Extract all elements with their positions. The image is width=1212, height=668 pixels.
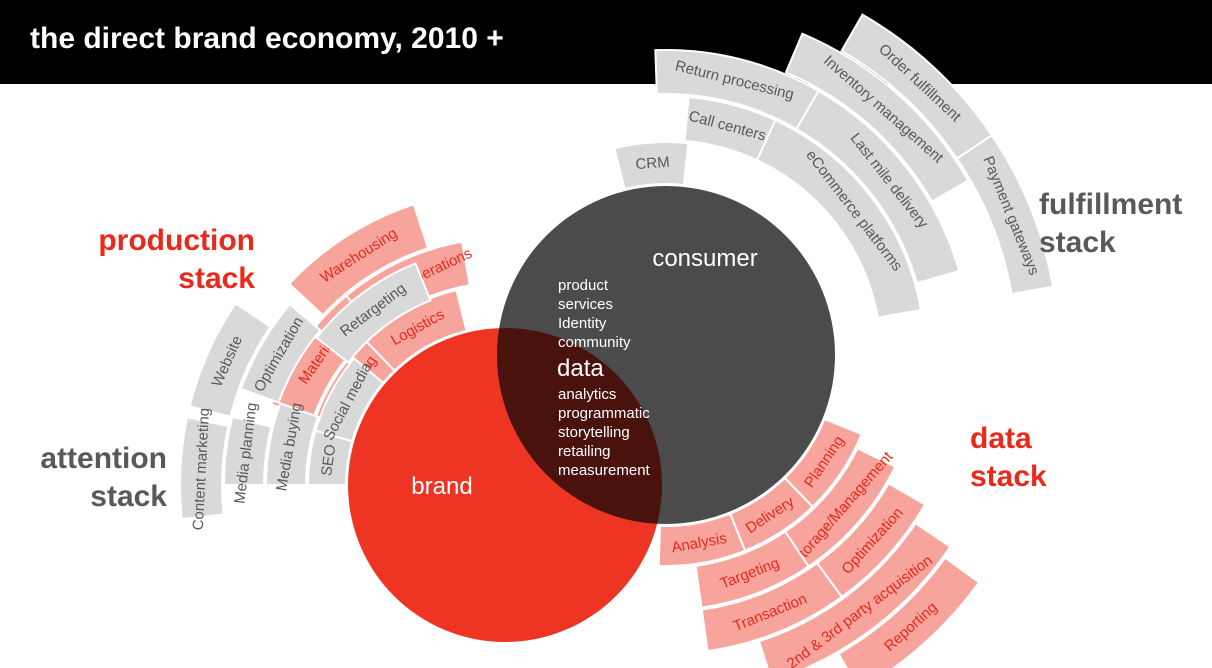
overlap-items-bottom: analytics programmatic storytelling reta…: [558, 385, 650, 480]
fulfillment-stack-line1: fulfillment: [1039, 188, 1183, 221]
overlap-item: services: [558, 296, 614, 313]
production-stack-line1: production: [98, 224, 255, 257]
data-stack-line1: data: [970, 422, 1032, 455]
overlap-item: measurement: [558, 462, 650, 479]
production-stack-label: production stack: [60, 222, 255, 298]
overlap-item: analytics: [558, 386, 617, 403]
fulfillment-segment: [755, 118, 923, 319]
segments-layer: PackagingMaterialsLogisticsFabricationBu…: [179, 13, 1055, 668]
attention-segment: [179, 416, 230, 521]
overlap-item: retailing: [558, 443, 611, 460]
production-stack-line2: stack: [178, 262, 255, 295]
data-segment: [757, 521, 952, 668]
attention-stack-line1: attention: [40, 442, 167, 475]
consumer-label: consumer: [652, 245, 757, 272]
data-segment: [837, 556, 981, 668]
data-segment: [694, 530, 810, 609]
attention-segment: [314, 356, 385, 443]
page-title: the direct brand economy, 2010 +: [30, 22, 504, 55]
production-segment: [287, 203, 430, 317]
data-segment: [700, 561, 844, 653]
overlap-item: community: [558, 334, 631, 351]
attention-stack-label: attention stack: [20, 440, 167, 516]
fulfillment-segment: [784, 32, 970, 203]
data-stack-line2: stack: [970, 460, 1047, 493]
brand-label: brand: [411, 473, 472, 500]
overlap-item: programmatic: [558, 405, 650, 422]
attention-segment: [239, 302, 322, 404]
overlap-heading: data: [557, 355, 604, 382]
attention-segment: [188, 301, 272, 418]
overlap-items-top: product services Identity community: [558, 276, 631, 352]
attention-segment-label: SEO: [318, 443, 339, 477]
fulfillment-segment-label: CRM: [635, 154, 670, 173]
attention-segment-label: Content marketing: [190, 407, 213, 530]
data-segment: [657, 512, 747, 567]
fulfillment-stack-label: fulfillment stack: [1039, 186, 1182, 262]
attention-segment: [264, 401, 320, 486]
overlap-region: [497, 328, 662, 524]
fulfillment-segment: [795, 89, 961, 285]
overlap-item: storytelling: [558, 424, 630, 441]
fulfillment-stack-line2: stack: [1039, 226, 1116, 259]
overlap-item: Identity: [558, 315, 607, 332]
attention-segment: [315, 262, 432, 364]
overlap-item: product: [558, 277, 609, 294]
fulfillment-segment: [613, 141, 690, 191]
attention-stack-line2: stack: [90, 480, 167, 513]
data-stack-label: data stack: [970, 420, 1047, 496]
title-bar: the direct brand economy, 2010 +: [0, 0, 1212, 84]
fulfillment-segment: [955, 133, 1055, 296]
attention-segment: [222, 415, 273, 486]
